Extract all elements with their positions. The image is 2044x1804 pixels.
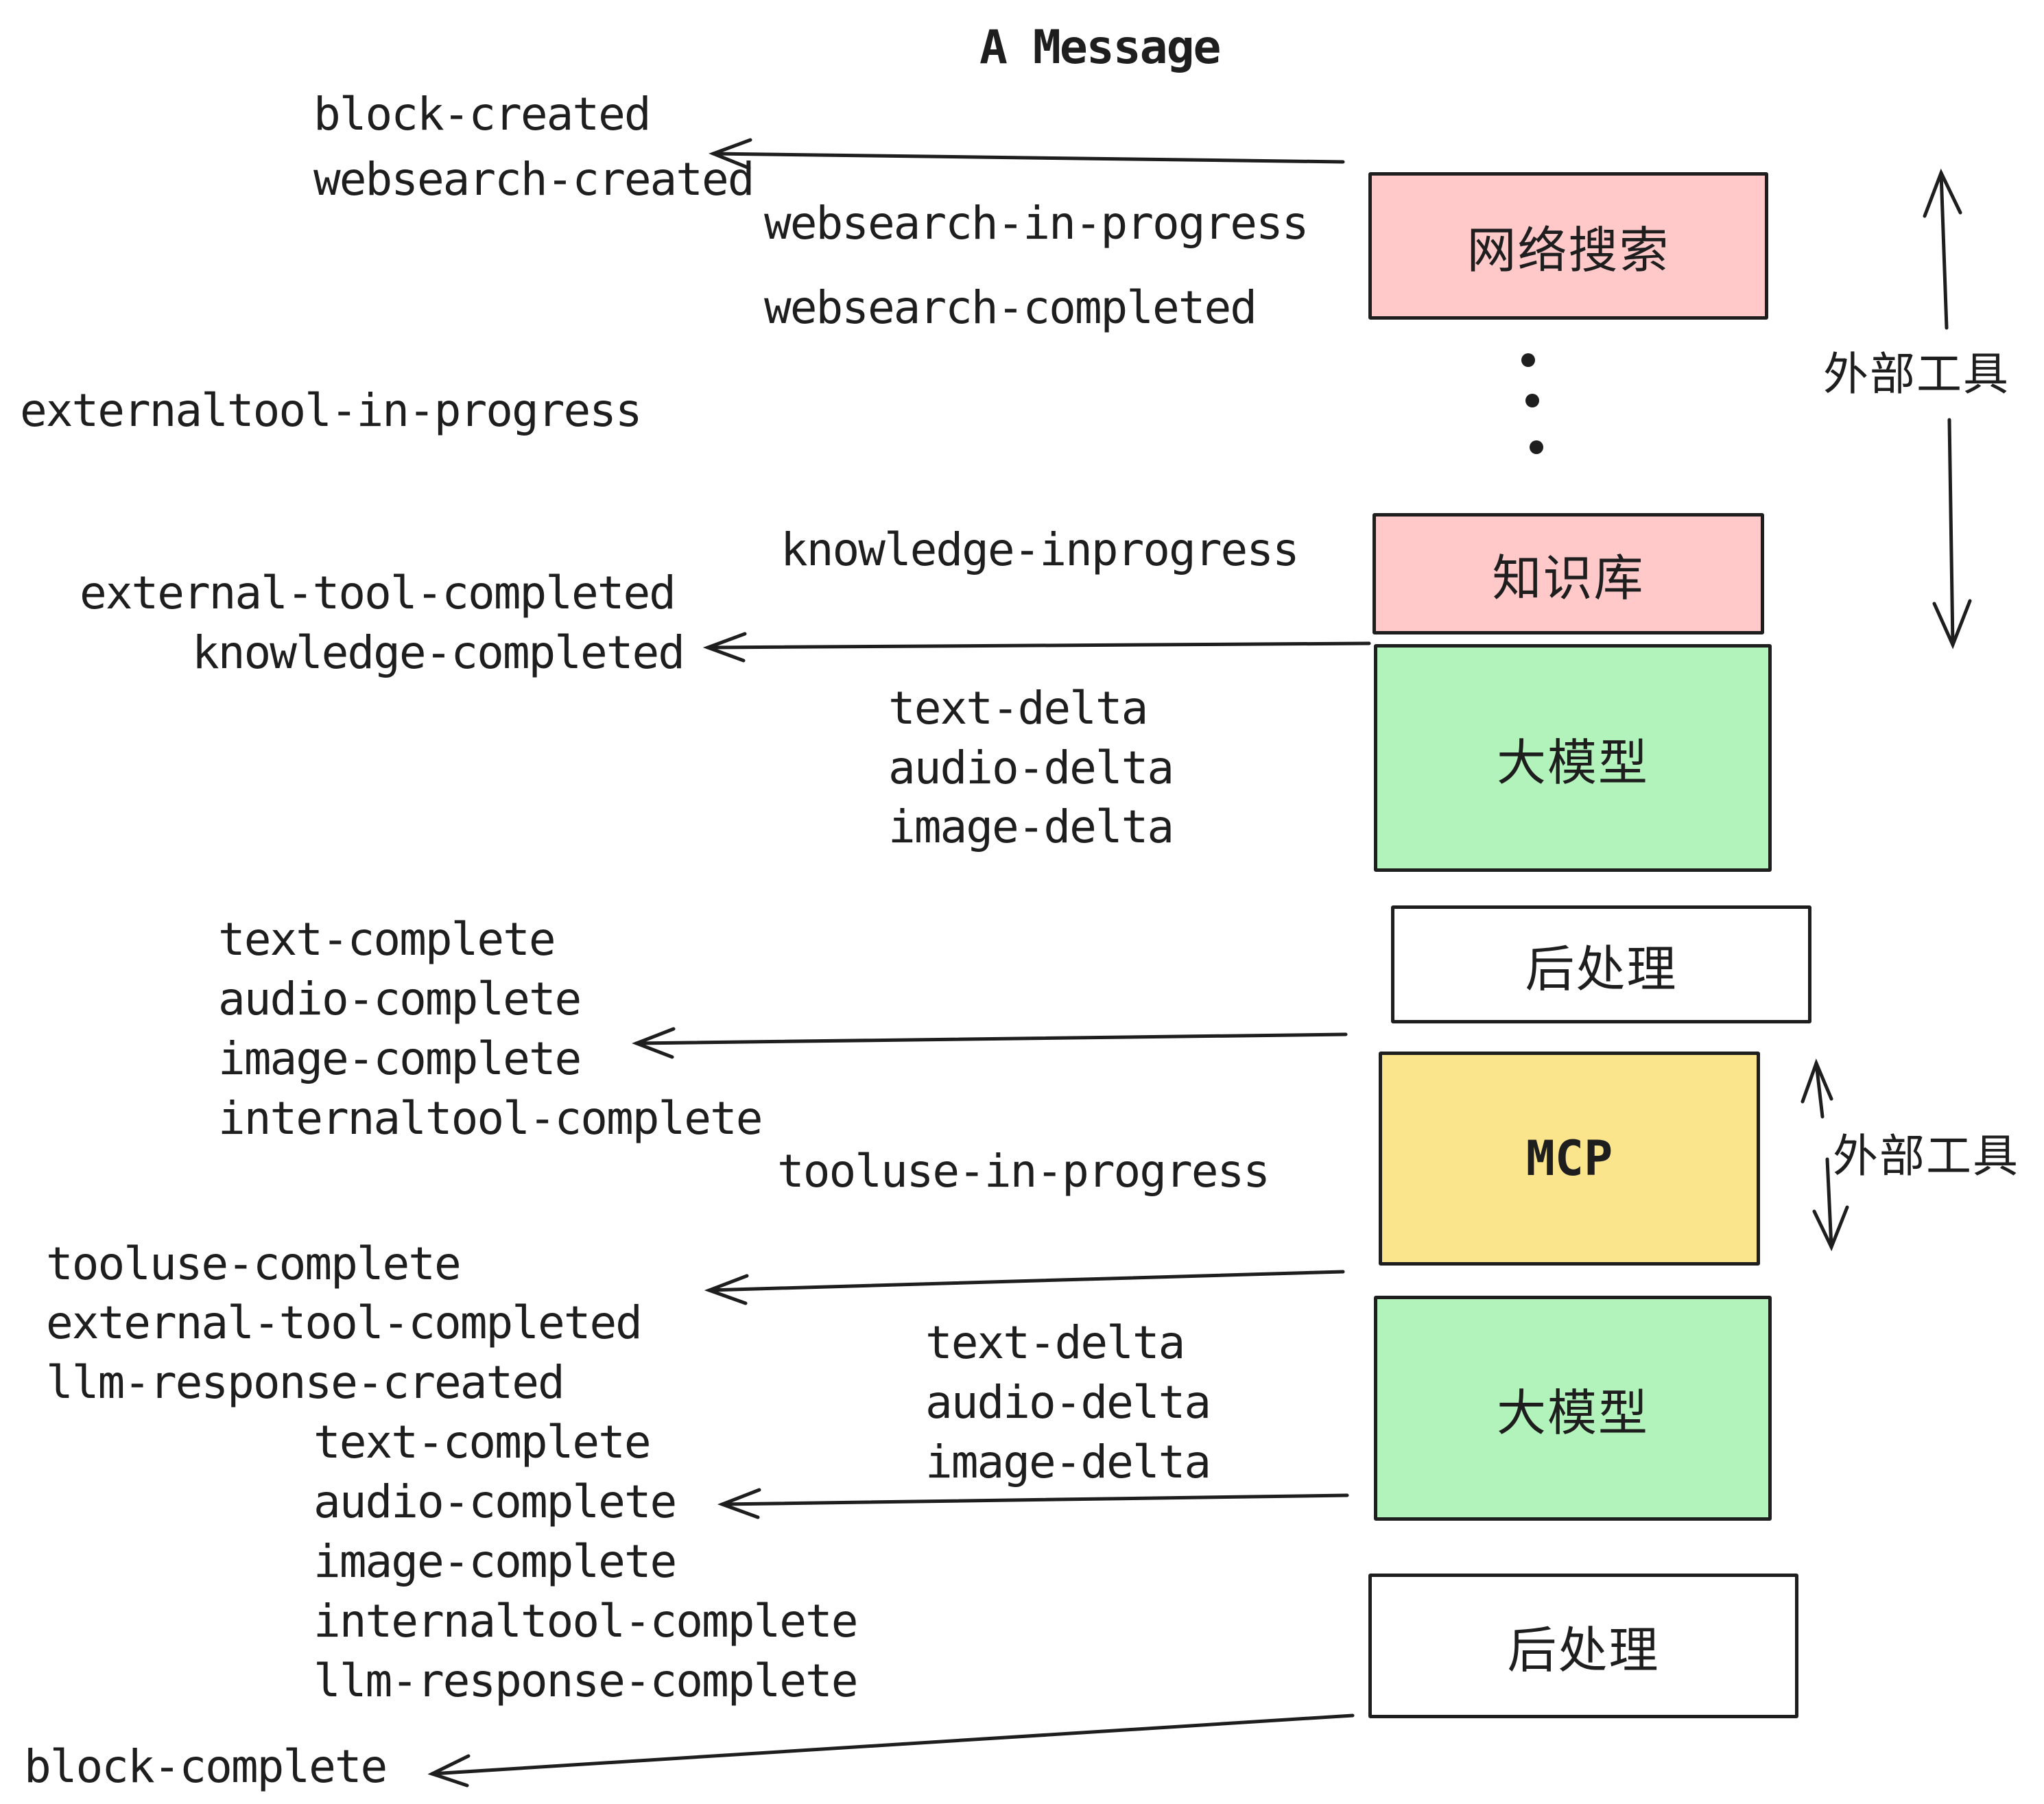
event-text-delta-2: text-delta xyxy=(925,1316,1185,1369)
ellipsis-dots xyxy=(1521,353,1543,454)
arrow-to-knowledge-completed xyxy=(702,632,1371,663)
event-text-complete-2: text-complete xyxy=(313,1416,652,1469)
event-internaltool-complete-1: internaltool-complete xyxy=(218,1092,763,1145)
event-image-complete-1: image-complete xyxy=(218,1032,582,1085)
event-llm-response-complete: llm-response-complete xyxy=(313,1654,858,1707)
event-block-created: block-created xyxy=(313,88,652,141)
event-externaltool-in-progress: externaltool-in-progress xyxy=(20,384,643,437)
event-llm-response-created: llm-response-created xyxy=(46,1356,565,1409)
event-tooluse-in-progress: tooluse-in-progress xyxy=(777,1145,1270,1198)
arrow-to-external-tool-completed xyxy=(704,1270,1345,1305)
event-audio-delta-2: audio-delta xyxy=(925,1376,1211,1429)
arrow-to-image-complete xyxy=(632,1027,1348,1059)
box-postprocess-1: 后处理 xyxy=(1391,905,1811,1023)
event-text-delta-1: text-delta xyxy=(888,682,1148,735)
box-websearch: 网络搜索 xyxy=(1368,172,1768,320)
event-knowledge-inprogress: knowledge-inprogress xyxy=(781,523,1300,576)
arrow-to-block-complete xyxy=(427,1713,1355,1788)
box-mcp: MCP xyxy=(1379,1052,1760,1266)
event-text-complete-1: text-complete xyxy=(218,913,556,966)
box-postprocess-2-label: 后处理 xyxy=(1507,1624,1660,1678)
event-knowledge-completed: knowledge-completed xyxy=(192,626,685,679)
box-llm-1-label: 大模型 xyxy=(1496,735,1649,791)
box-mcp-label: MCP xyxy=(1525,1130,1613,1187)
box-postprocess-2: 后处理 xyxy=(1368,1574,1798,1718)
external-tool-up-arrow xyxy=(1923,168,1962,330)
event-external-tool-completed-2: external-tool-completed xyxy=(46,1296,643,1349)
diagram-title: A Message xyxy=(979,21,1221,75)
external-tool-down-arrow xyxy=(1932,418,1972,650)
box-knowledge-base: 知识库 xyxy=(1372,513,1764,634)
arrow-to-block-created xyxy=(709,138,1345,170)
box-postprocess-1-label: 后处理 xyxy=(1525,942,1678,997)
event-websearch-in-progress: websearch-in-progress xyxy=(764,197,1309,250)
arrow-to-audio-complete xyxy=(717,1488,1349,1519)
event-audio-complete-2: audio-complete xyxy=(313,1475,677,1528)
external-tools-label-1: 外部工具 xyxy=(1823,348,2010,399)
box-llm-2-label: 大模型 xyxy=(1496,1386,1649,1441)
event-internaltool-complete-2: internaltool-complete xyxy=(313,1595,858,1648)
box-llm-2: 大模型 xyxy=(1374,1296,1772,1521)
event-block-complete: block-complete xyxy=(24,1740,388,1793)
external-tools-label-2: 外部工具 xyxy=(1833,1130,2019,1181)
event-websearch-completed: websearch-completed xyxy=(764,281,1257,334)
event-tooluse-complete: tooluse-complete xyxy=(46,1237,462,1290)
event-external-tool-completed-1: external-tool-completed xyxy=(80,567,676,619)
event-image-delta-1: image-delta xyxy=(888,800,1174,853)
event-websearch-created: websearch-created xyxy=(313,153,755,206)
box-websearch-label: 网络搜索 xyxy=(1466,224,1670,278)
box-knowledge-base-label: 知识库 xyxy=(1492,551,1645,606)
event-audio-delta-1: audio-delta xyxy=(888,741,1174,794)
event-image-delta-2: image-delta xyxy=(925,1436,1211,1488)
event-image-complete-2: image-complete xyxy=(313,1535,677,1588)
mcp-up-arrow xyxy=(1801,1058,1833,1119)
event-audio-complete-1: audio-complete xyxy=(218,973,582,1025)
box-llm-1: 大模型 xyxy=(1374,644,1772,872)
